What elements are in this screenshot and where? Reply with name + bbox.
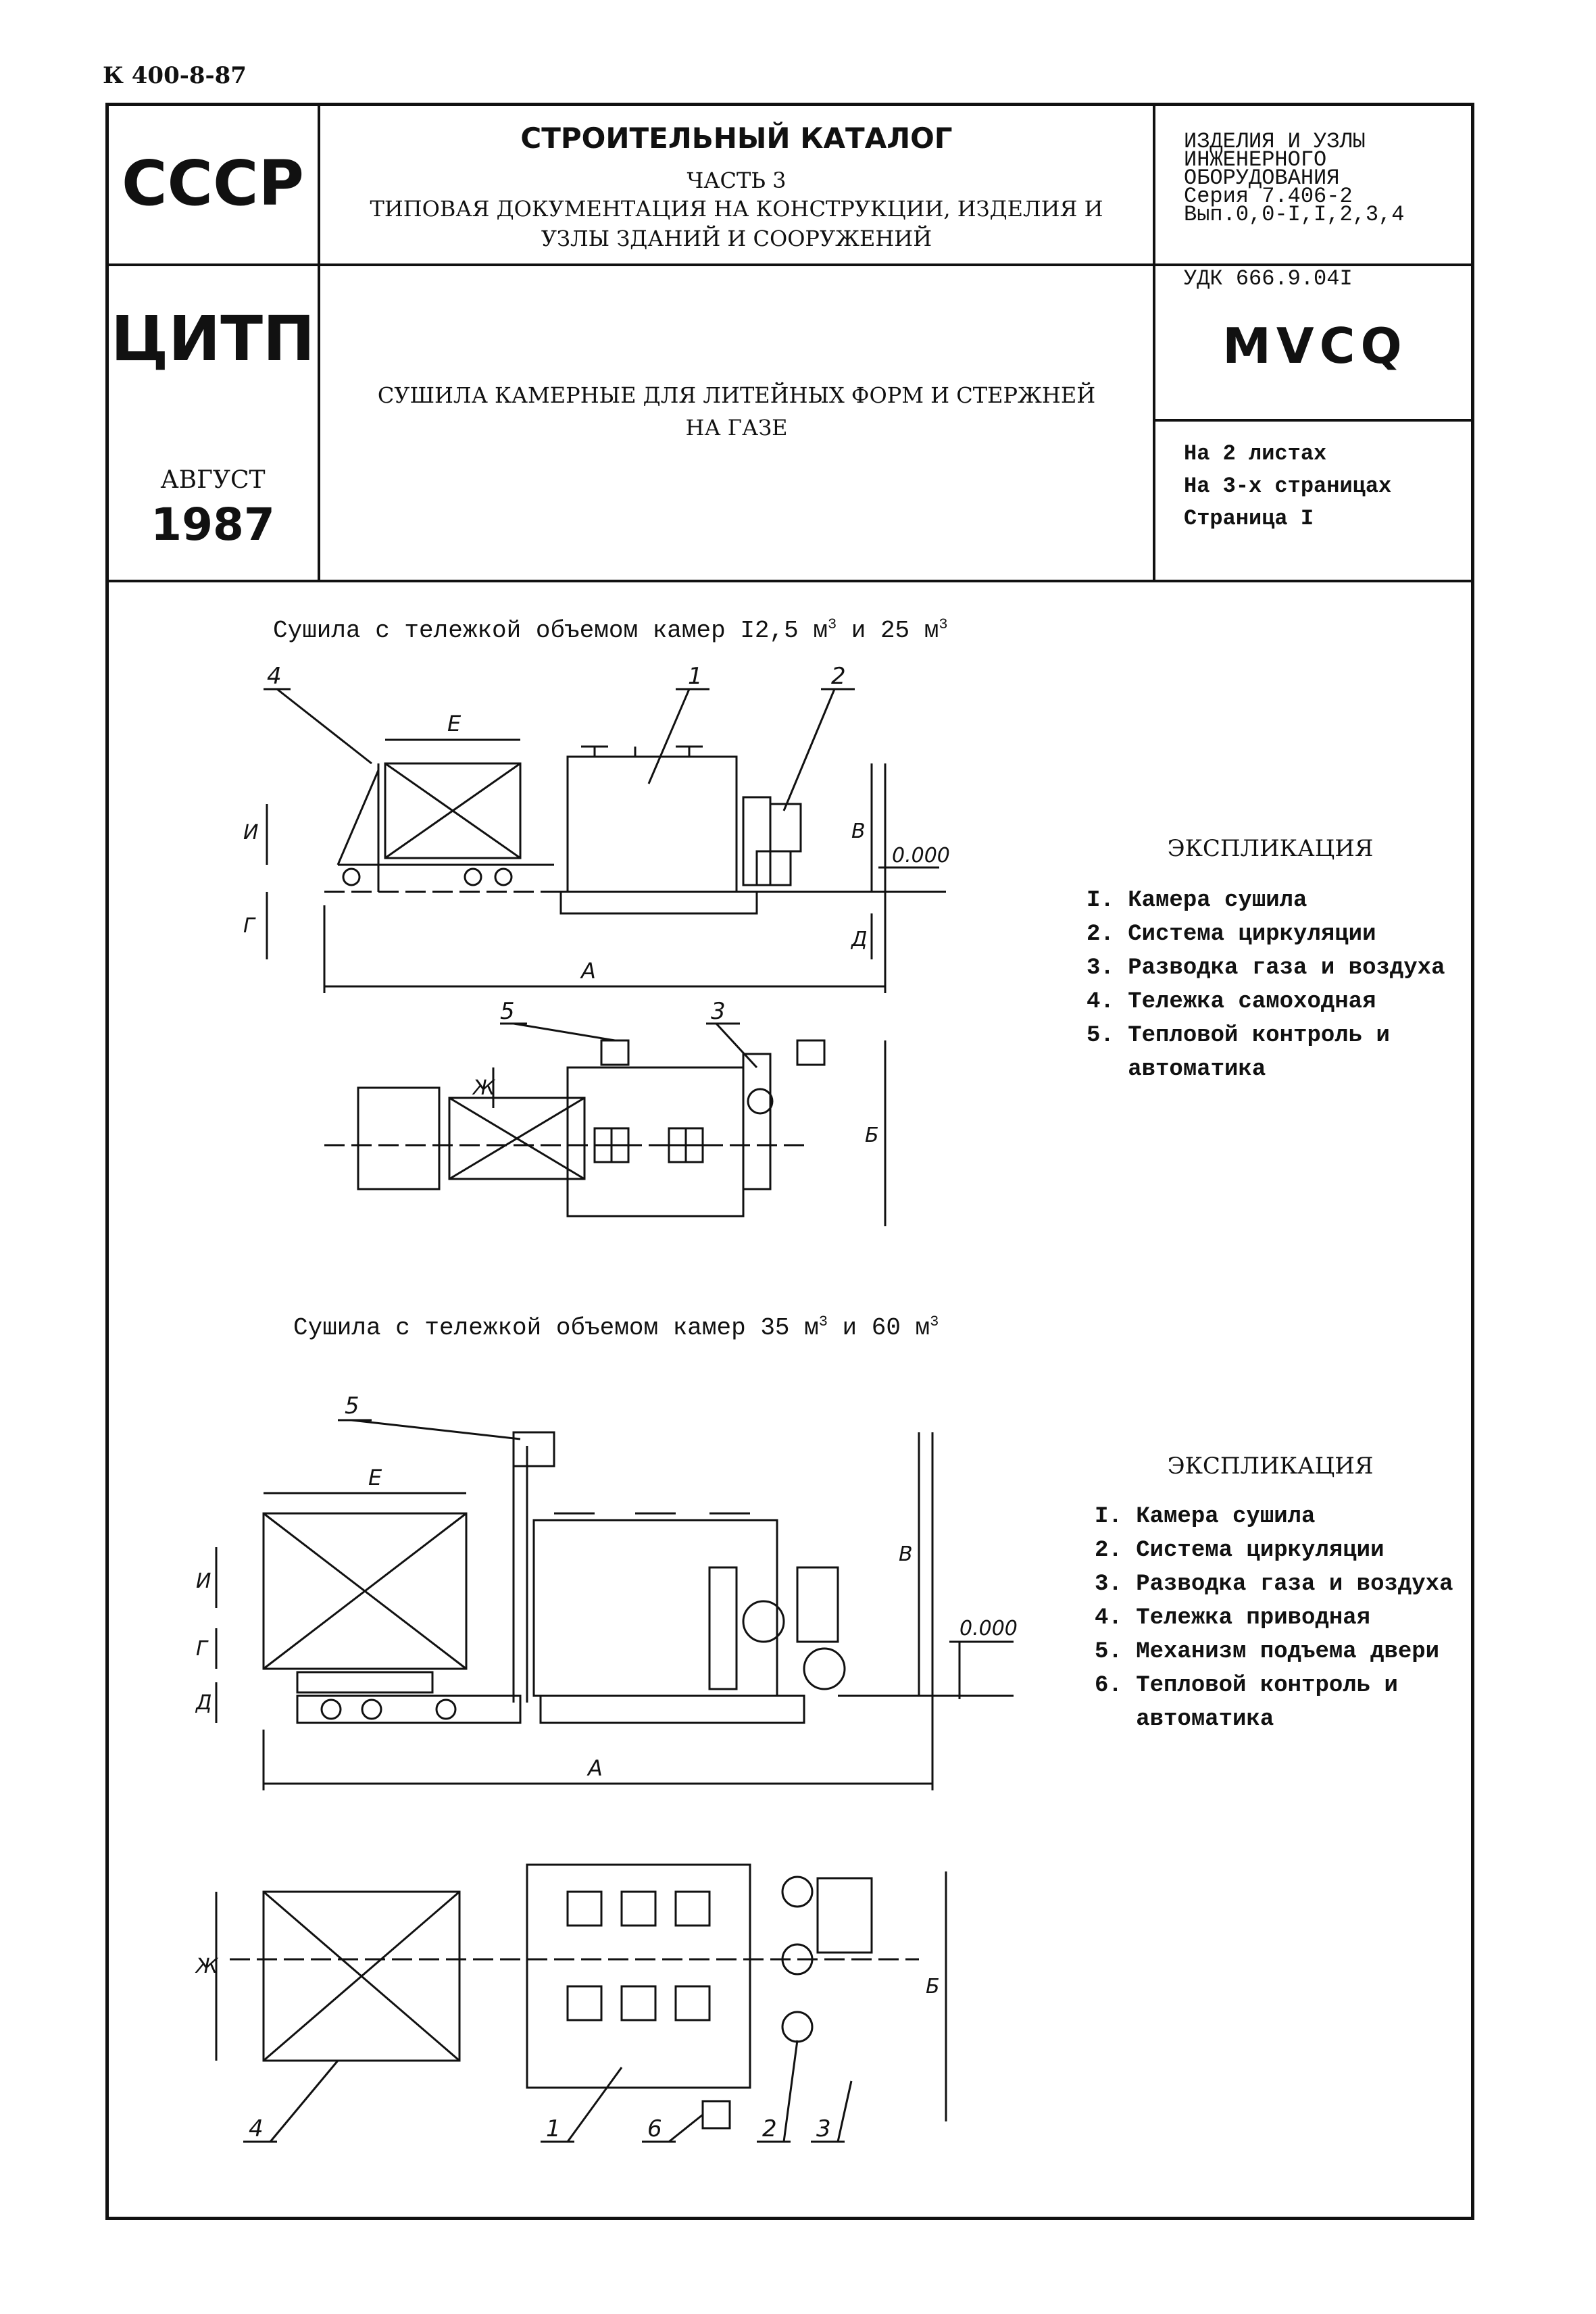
- s2-explication-item: 2. Система циркуляции: [1095, 1538, 1385, 1563]
- section2-drawing: 0.000 А Е И Г Д В 5 Б Ж 4 1 6 2 3: [195, 1392, 1018, 2143]
- org-citp: ЦИТП: [110, 303, 316, 375]
- s1-explication-title: ЭКСПЛИКАЦИЯ: [1167, 835, 1374, 862]
- s2-chamber: [532, 1519, 778, 1697]
- section1-drawing: 0.000 А Е И Г В Д 4 1 2 Б Ж 5 3: [243, 663, 950, 1226]
- catalog-part-desc-1: ТИПОВАЯ ДОКУМЕНТАЦИЯ НА КОНСТРУКЦИИ, ИЗД…: [370, 196, 1103, 222]
- category-line-3: ОБОРУДОВАНИЯ: [1184, 166, 1340, 191]
- org-ussr: СССР: [122, 147, 304, 220]
- series: Серия 7.406-2: [1184, 184, 1353, 209]
- s2-plan-chamber: [526, 1863, 751, 2089]
- document-code: К 400-8-87: [103, 62, 247, 89]
- s2-label-6: 6: [647, 2115, 662, 2142]
- catalog-title: СТРОИТЕЛЬНЫЙ КАТАЛОГ: [520, 122, 953, 155]
- category-line-1: ИЗДЕЛИЯ И УЗЛЫ: [1184, 129, 1366, 154]
- doc-title-2: НА ГАЗЕ: [685, 415, 788, 441]
- s1-explication-item: автоматика: [1087, 1057, 1266, 1082]
- s2-explication-item: 6. Тепловой контроль и: [1095, 1673, 1398, 1699]
- section1-caption: Сушила с тележкой объемом камер I2,5 м3 …: [273, 616, 948, 645]
- s1-explication-list: I. Камера сушила 2. Система циркуляции 3…: [1087, 884, 1445, 1086]
- s2-explication-item: 5. Механизм подъема двери: [1095, 1639, 1440, 1665]
- s2-label-4: 4: [249, 2115, 264, 2142]
- category-block: ИЗДЕЛИЯ И УЗЛЫ ИНЖЕНЕРНОГО ОБОРУДОВАНИЯ …: [1184, 129, 1405, 227]
- s2-explication-item: 4. Тележка приводная: [1095, 1605, 1371, 1631]
- header-col-1: [318, 103, 320, 581]
- s1-label-1: 1: [688, 663, 703, 690]
- s2-dim-b: Б: [926, 1975, 940, 1998]
- s1-label-3: 3: [711, 998, 726, 1025]
- s2-label-2: 2: [762, 2115, 777, 2142]
- s2-explication-list: I. Камера сушила 2. Система циркуляции 3…: [1095, 1500, 1453, 1736]
- s1-label-4: 4: [267, 663, 282, 690]
- page-count: На 3-х страницах: [1184, 474, 1392, 499]
- s2-explication-item: I. Камера сушила: [1095, 1504, 1316, 1530]
- issue-numbers: Вып.0,0-I,I,2,3,4: [1184, 202, 1405, 227]
- header-divider-1: [105, 263, 1474, 266]
- sheet-info: На 2 листах На 3-х страницах Страница I: [1184, 438, 1391, 535]
- s2-label-5: 5: [345, 1392, 359, 1419]
- header-divider-3: [1153, 419, 1474, 422]
- catalog-part: ЧАСТЬ 3: [687, 168, 787, 193]
- s1-label-2: 2: [831, 663, 846, 690]
- s1-explication-item: I. Камера сушила: [1087, 888, 1307, 913]
- header-divider-2: [105, 580, 1474, 582]
- s2-explication-title: ЭКСПЛИКАЦИЯ: [1167, 1453, 1374, 1480]
- doc-title-1: СУШИЛА КАМЕРНЫЕ ДЛЯ ЛИТЕЙНЫХ ФОРМ И СТЕР…: [377, 382, 1096, 408]
- s2-dim-d: Д: [195, 1691, 211, 1715]
- s2-dim-i: И: [196, 1569, 211, 1593]
- s1-explication-item: 4. Тележка самоходная: [1087, 989, 1376, 1015]
- s1-dim-d: Д: [850, 928, 867, 951]
- s1-dim-g: Г: [243, 914, 256, 938]
- page-frame: [105, 103, 1474, 2220]
- s2-level-text: 0.000: [959, 1617, 1018, 1640]
- sheet-count: На 2 листах: [1184, 441, 1327, 466]
- s1-dim-i: И: [243, 821, 258, 845]
- s2-cart-load: [262, 1512, 468, 1670]
- s2-dim-e: Е: [368, 1465, 382, 1490]
- s1-label-5: 5: [500, 998, 515, 1025]
- s1-dim-e: Е: [447, 711, 462, 736]
- s2-dim-v: В: [899, 1542, 913, 1566]
- s1-explication-item: 5. Тепловой контроль и: [1087, 1023, 1390, 1049]
- s2-dim-zh: Ж: [195, 1955, 219, 1978]
- code-id: MVCQ: [1222, 318, 1407, 374]
- s1-dim-a: А: [580, 958, 596, 984]
- s2-dim-g: Г: [196, 1637, 209, 1661]
- page-number: Страница I: [1184, 506, 1314, 531]
- s2-dim-a: А: [587, 1755, 603, 1781]
- s1-dim-zh: Ж: [472, 1076, 496, 1100]
- s1-dim-v: В: [851, 820, 866, 843]
- issue-year: 1987: [151, 499, 275, 551]
- catalog-part-desc-2: УЗЛЫ ЗДАНИЙ И СООРУЖЕНИЙ: [541, 226, 932, 251]
- s1-explication-item: 3. Разводка газа и воздуха: [1087, 955, 1445, 981]
- s1-level-text: 0.000: [892, 844, 950, 867]
- s1-dim-b: Б: [865, 1124, 879, 1147]
- category-line-2: ИНЖЕНЕРНОГО: [1184, 147, 1327, 172]
- s2-explication-item: 3. Разводка газа и воздуха: [1095, 1571, 1453, 1597]
- s2-explication-item: автоматика: [1095, 1707, 1274, 1732]
- s1-explication-item: 2. Система циркуляции: [1087, 922, 1376, 947]
- s2-label-3: 3: [816, 2115, 831, 2142]
- issue-month: АВГУСТ: [160, 466, 266, 494]
- s1-cart-load: [384, 762, 522, 859]
- header-col-2: [1153, 103, 1155, 581]
- s2-label-1: 1: [546, 2115, 561, 2142]
- udk: УДК 666.9.04I: [1184, 266, 1353, 291]
- section2-caption: Сушила с тележкой объемом камер 35 м3 и …: [293, 1313, 939, 1342]
